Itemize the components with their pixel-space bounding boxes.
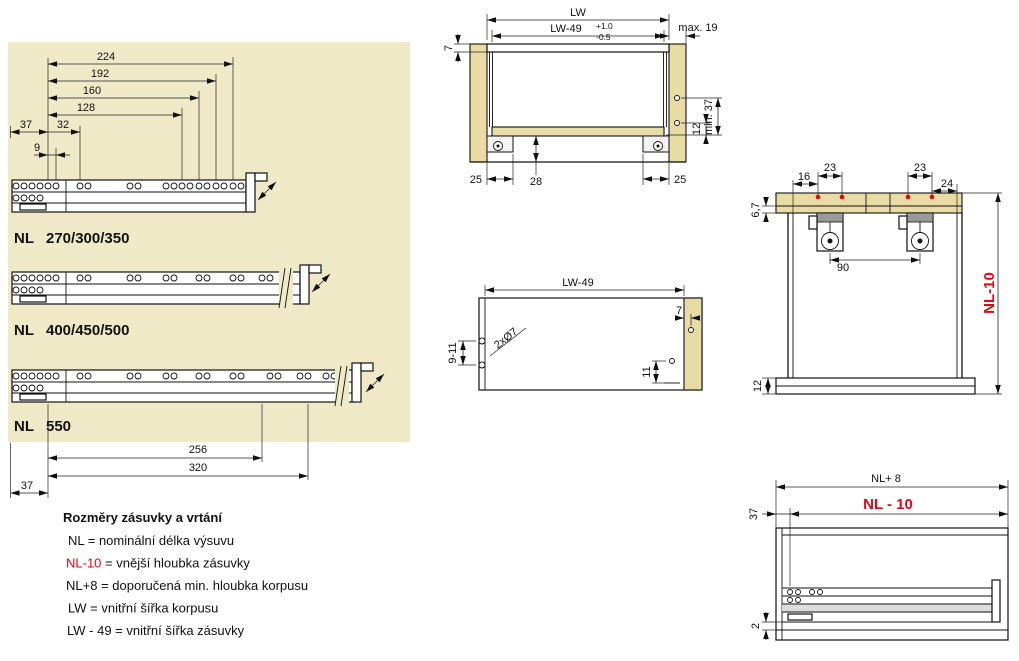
dim-nl8-label: NL+ 8: [871, 473, 901, 485]
front-bracket: [245, 172, 256, 213]
slide2-sizes-label: 400/450/500: [46, 322, 129, 339]
dim-37-top-label: 37: [20, 119, 32, 131]
drawer-top-rail: [486, 43, 670, 53]
pull-direction-arrow-icon: [257, 181, 277, 201]
legend-line-lw49: LW - 49 = vnitřní šířka zásuvky: [67, 623, 245, 638]
cabinet-side-strip: [683, 297, 703, 391]
dim-192-label: 192: [91, 68, 109, 80]
dim-23-left-label: 23: [824, 162, 836, 174]
slide-length-panel: 224 192 160 128 37 32 9 NL 270/300/350: [8, 42, 410, 498]
legend-line-nl: NL = nominální délka výsuvu: [68, 533, 234, 548]
dim-lw49-tol-minus: -0.5: [596, 32, 611, 42]
legend-line-lw: LW = vnitřní šířka korpusu: [68, 601, 218, 616]
drawer-drilling-template-view: LW-49 7 11 9-11 2xØ7: [447, 277, 703, 391]
dim-37-side-label: 37: [748, 508, 760, 520]
cabinet-front-section-view: LW LW-49 +1.0 -0.5 max. 19 7 12 min. 37 …: [443, 7, 722, 188]
mount-hole: [674, 120, 680, 126]
dim-25-right-label: 25: [674, 174, 686, 186]
latch-detail: [787, 613, 813, 621]
drill-hole: [669, 358, 675, 364]
dim-37-bottom-label: 37: [21, 480, 33, 492]
hook-marker-dot: [815, 194, 821, 200]
dim-320-label: 320: [189, 462, 207, 474]
dim-128-label: 128: [77, 102, 95, 114]
front-bracket: [351, 362, 362, 403]
drawer-bottom-panel: [491, 126, 665, 137]
drawer-slide-short: [11, 172, 277, 213]
dim-24-label: 24: [941, 178, 953, 190]
front-hook: [360, 362, 374, 372]
dim-2-label: 2: [750, 623, 762, 629]
dim-23-right-label: 23: [914, 162, 926, 174]
slide3-sizes-label: 550: [46, 418, 71, 435]
drawer-slide-long: [11, 362, 385, 407]
cabinet-side-view: NL+ 8 37 NL - 10 2: [748, 473, 1009, 641]
dim-16-label: 16: [798, 171, 810, 183]
front-bracket: [991, 579, 1001, 623]
cabinet-left-side-panel: [469, 43, 488, 163]
dim-6-7-label: 6,7: [750, 202, 762, 217]
pull-direction-arrow-icon: [311, 273, 331, 293]
hook-marker-dot: [839, 194, 845, 200]
drill-hole-front: [478, 337, 486, 345]
legend-title: Rozměry zásuvky a vrtání: [63, 510, 222, 525]
front-hook: [308, 264, 322, 274]
dim-25-left-label: 25: [470, 174, 482, 186]
legend: Rozměry zásuvky a vrtání NL = nominální …: [63, 510, 308, 638]
dim-lw-label: LW: [570, 7, 586, 19]
dim-9-11-label: 9-11: [447, 342, 459, 363]
legend-line-nl8: NL+8 = doporučená min. hloubka korpusu: [66, 578, 308, 593]
rear-bracket-right: [898, 212, 934, 252]
mounted-slide: [782, 579, 1001, 623]
dim-lw49-tol-plus: +1.0: [596, 21, 613, 31]
slide1-nl-label: NL: [14, 230, 34, 247]
slide2-nl-label: NL: [14, 322, 34, 339]
dim-12-bottom-label: 12: [752, 380, 764, 392]
front-bracket: [299, 264, 310, 305]
dim-nl10-side-label: NL - 10: [863, 496, 913, 513]
slide3-nl-label: NL: [14, 418, 34, 435]
dim-7-template-label: 7: [676, 305, 682, 317]
drawer-outline: [478, 297, 703, 391]
dim-160-label: 160: [83, 85, 101, 97]
cabinet-side-outline: [775, 527, 1009, 641]
hook-marker-dot: [929, 194, 935, 200]
cabinet-right-side-panel: [668, 43, 687, 163]
dim-max19-label: max. 19: [678, 22, 717, 34]
legend-line-nl10: NL-10 = vnější hloubka zásuvky: [66, 556, 250, 571]
dim-lw49-label: LW-49: [550, 23, 581, 35]
front-hook: [254, 172, 268, 182]
dim-11-label: 11: [641, 366, 653, 377]
dim-12-label: 12: [691, 123, 703, 135]
rear-bracket-left: [808, 212, 844, 252]
dim-7-label: 7: [443, 45, 455, 51]
drill-hole: [688, 327, 694, 333]
dim-224-label: 224: [97, 51, 115, 63]
slide1-sizes-label: 270/300/350: [46, 230, 129, 247]
dim-lw49-template-label: LW-49: [562, 277, 593, 289]
hook-marker-dot: [905, 194, 911, 200]
dim-256-label: 256: [189, 444, 207, 456]
drawer-back-panel: [775, 192, 963, 214]
dim-32-label: 32: [57, 119, 69, 131]
drill-hole-front: [478, 361, 486, 369]
dim-90-label: 90: [837, 262, 849, 274]
dim-9-label: 9: [34, 142, 40, 154]
dim-nl10-label: NL-10: [981, 272, 998, 314]
rear-bracket-view: 16 23 23 24 6,7 90 NL-10 12: [750, 162, 1002, 395]
latch-detail: [19, 203, 47, 211]
mount-hole: [674, 95, 680, 101]
drawer-slide-medium: [11, 264, 331, 309]
dim-min37-label: min. 37: [703, 99, 715, 135]
pull-direction-arrow-icon: [365, 373, 385, 393]
dim-28-label: 28: [530, 176, 542, 188]
